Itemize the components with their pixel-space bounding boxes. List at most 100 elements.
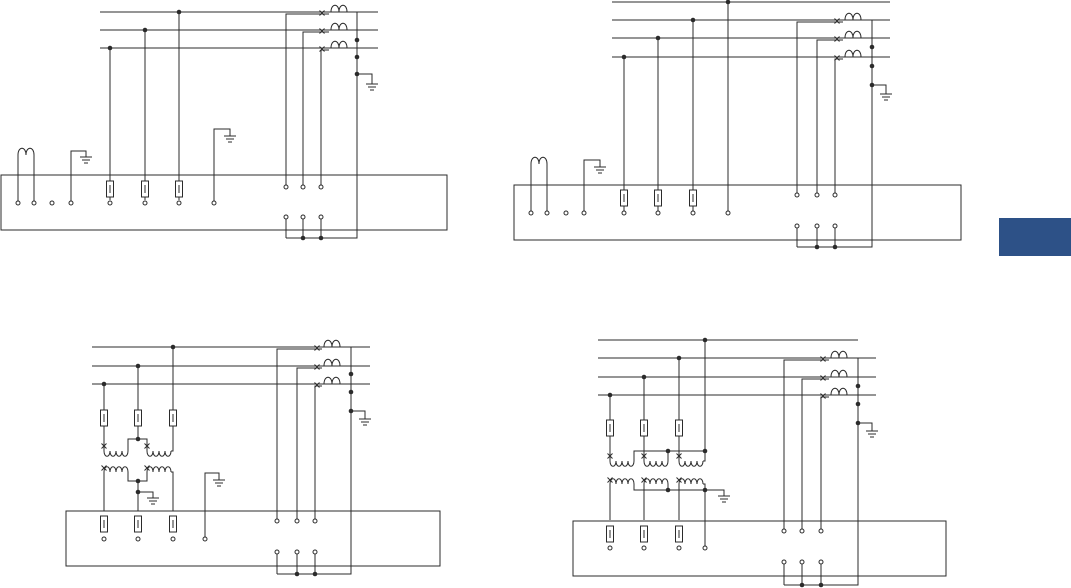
terminal (319, 185, 323, 189)
terminal (143, 201, 147, 205)
terminal (295, 519, 299, 523)
ct-lead (784, 360, 829, 530)
ct-lead (835, 59, 843, 195)
ct-secondary (340, 347, 351, 411)
ct-lead (802, 379, 829, 530)
terminal (32, 201, 36, 205)
terminal (16, 201, 20, 205)
terminal (177, 201, 181, 205)
diagram-4 (573, 338, 946, 588)
terminal (622, 211, 626, 215)
current-transformer-coil (331, 5, 347, 12)
terminal (295, 550, 299, 554)
diagram-1 (1, 5, 447, 240)
junction-dot (666, 449, 671, 454)
current-transformer-coil (324, 359, 340, 366)
voltage-transformer-coil (610, 461, 634, 466)
terminal (545, 211, 549, 215)
ct-lead (821, 397, 829, 530)
junction-dot (136, 437, 141, 442)
terminal (319, 215, 323, 219)
meter-box (66, 511, 440, 566)
ct-secondary (847, 358, 858, 423)
ct-lead (321, 50, 329, 185)
current-transformer-coil (331, 23, 347, 30)
voltage-transformer-coil (104, 467, 128, 472)
ground-wire (872, 85, 886, 94)
terminal (102, 537, 106, 541)
terminal (782, 529, 786, 533)
terminal (529, 211, 533, 215)
terminal (726, 211, 730, 215)
terminal (703, 546, 707, 550)
junction-dot (319, 236, 324, 241)
terminal (795, 193, 799, 197)
ground-wire (357, 74, 372, 84)
terminal (203, 537, 207, 541)
terminal (819, 529, 823, 533)
terminal (642, 546, 646, 550)
ground-wire (351, 411, 365, 419)
ct-lead (303, 32, 329, 185)
terminal (815, 193, 819, 197)
voltage-transformer-coil (147, 451, 171, 456)
terminal (313, 550, 317, 554)
junction-dot (819, 583, 824, 588)
terminal (800, 560, 804, 564)
current-transformer-coil (324, 377, 340, 384)
junction-dot (815, 245, 820, 250)
terminal (800, 529, 804, 533)
ground-wire (71, 151, 86, 201)
terminal (608, 546, 612, 550)
junction-dot (703, 449, 708, 454)
terminal (275, 550, 279, 554)
ct-lead (315, 386, 322, 520)
terminal (69, 201, 73, 205)
voltage-transformer-coil (147, 467, 171, 472)
current-transformer-coil (845, 13, 861, 20)
terminal (795, 224, 799, 228)
junction-dot (355, 38, 360, 43)
junction-dot (870, 45, 875, 50)
ct-secondary (861, 20, 872, 85)
terminal (582, 211, 586, 215)
vt-secondary (171, 472, 173, 511)
voltage-transformer-coil (644, 479, 668, 484)
terminal (171, 537, 175, 541)
junction-dot (313, 572, 318, 577)
voltage-transformer-coil (679, 479, 703, 484)
ct-return (277, 411, 351, 574)
voltage-transformer-coil (104, 451, 128, 456)
ct-lead (817, 40, 843, 195)
current-transformer-coil (845, 31, 861, 38)
junction-dot (856, 384, 861, 389)
junction-dot (666, 488, 671, 493)
junction-dot (355, 55, 360, 60)
terminal (284, 185, 288, 189)
terminal (275, 519, 279, 523)
junction-dot (833, 245, 838, 250)
terminal (691, 211, 695, 215)
ground-wire (138, 481, 153, 498)
ct-lead (297, 368, 322, 520)
current-transformer-coil (331, 41, 347, 48)
terminal (108, 201, 112, 205)
ct-secondary (347, 12, 357, 74)
junction-dot (800, 583, 805, 588)
voltage-transformer-coil (644, 461, 668, 466)
terminal (136, 537, 140, 541)
junction-dot (870, 64, 875, 69)
current-transformer-coil (831, 388, 847, 395)
ct-lead (286, 14, 329, 185)
junction-dot (295, 572, 300, 577)
current-transformer-coil (831, 351, 847, 358)
diagram-3 (66, 340, 440, 576)
terminal (313, 519, 317, 523)
diagram-2 (514, 0, 961, 249)
terminal (833, 224, 837, 228)
current-transformer-coil (831, 370, 847, 377)
section-tab[interactable] (999, 218, 1071, 256)
junction-dot (136, 490, 141, 495)
terminal (284, 215, 288, 219)
